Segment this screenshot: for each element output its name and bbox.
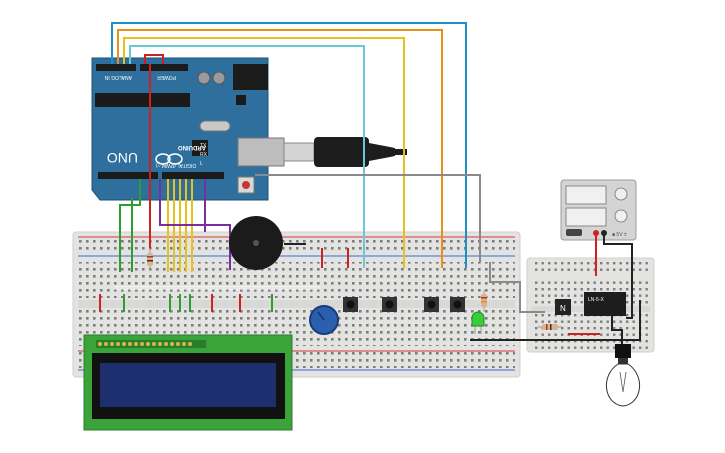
power-supply-label: ■ 5V ± [612,232,627,238]
tx-label: TX [200,143,207,149]
relay: LN-5-X [584,292,626,316]
relay-label: LN-5-X [588,297,605,303]
transistor-label: N [560,304,566,313]
wire-psu-black [603,233,633,319]
arduino-uno: ANALOG IN POWER ARDUINO UNO DIGITAL (PWM… [91,57,285,201]
arduino-brand-label: ARDUINO [178,144,206,150]
power-supply: ■ 5V ± [560,179,637,241]
push-button-3[interactable] [424,297,439,312]
push-button-2[interactable] [382,297,397,312]
wire-cyan [129,45,365,268]
push-button-1[interactable] [343,297,358,312]
potentiometer[interactable] [309,305,339,335]
green-led [471,311,485,334]
rx-label: RX [200,152,208,158]
wire-green-gnd [119,179,141,272]
resistors [147,250,562,330]
resistor-3 [538,324,562,330]
lcd-display [83,334,293,431]
arduino-logo [155,153,183,165]
lamp [605,344,641,407]
usb-cable [283,137,407,167]
push-buttons [343,297,465,312]
transistor: N [555,299,571,315]
lcd-screen [100,363,276,407]
wire-grey-2 [489,262,545,313]
lcd-pins [98,342,192,346]
wire-red-power [144,54,164,64]
wire-black-gnd [470,300,641,341]
wire-grey-1 [255,174,481,262]
wires [99,22,641,344]
analog-in-label: ANALOG IN [104,74,132,80]
arduino-model-label: UNO [107,150,138,166]
buzzer [229,216,283,270]
push-button-4[interactable] [450,297,465,312]
wire-blue [111,22,467,268]
digital-label: DIGITAL (PWM ~) [156,162,196,168]
resistor-1 [147,250,153,270]
l-label: L [200,161,203,167]
wire-lamp [611,316,623,344]
resistor-2 [481,290,487,312]
bulb-icon [605,363,641,407]
power-label: POWER [157,74,176,80]
wire-yellow [123,37,405,268]
wire-orange [117,29,443,268]
